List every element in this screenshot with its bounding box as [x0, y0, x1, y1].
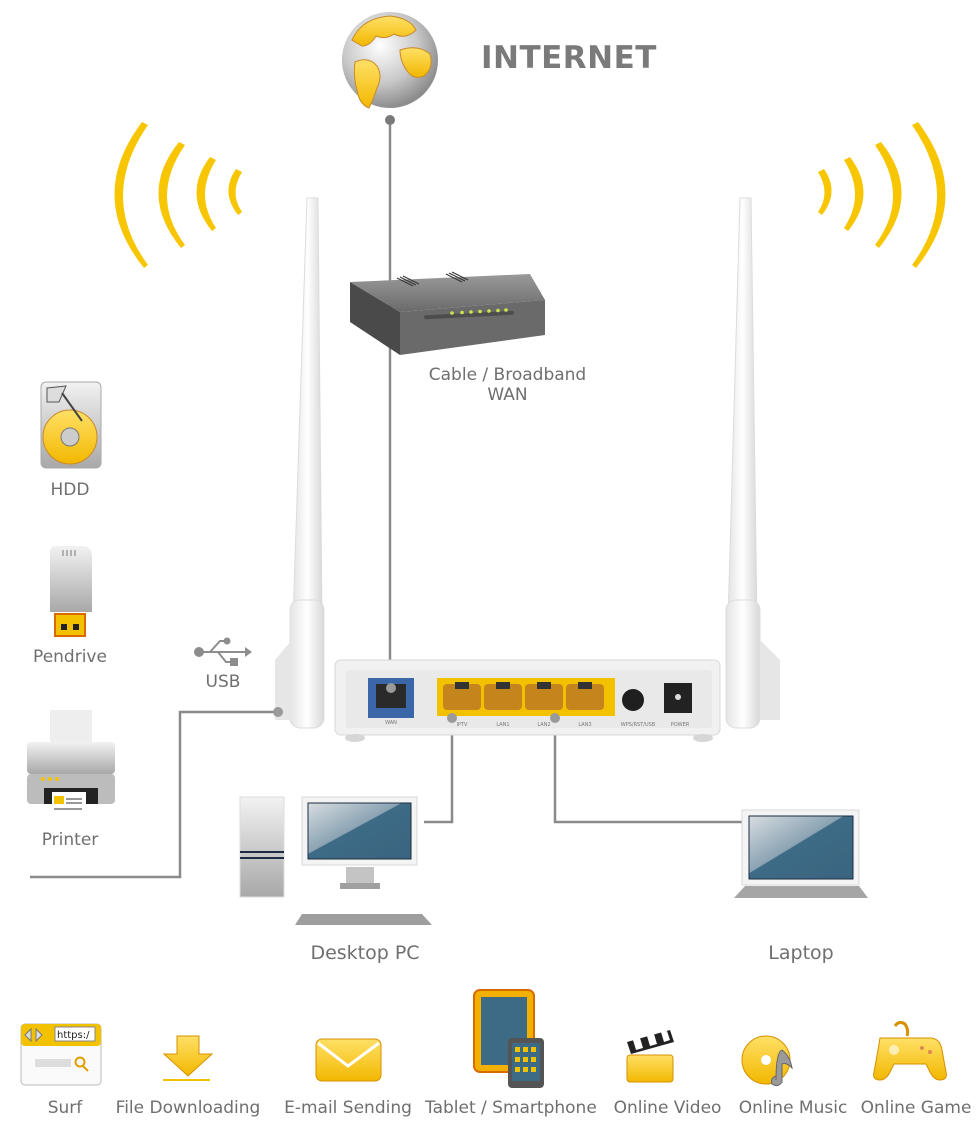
modem-label-line1: Cable / Broadband: [428, 365, 587, 385]
wan-node-dot: [385, 115, 395, 125]
app-label-online-video: Online Video: [613, 1098, 722, 1118]
app-label-surf: Surf: [47, 1098, 83, 1118]
pendrive-label: Pendrive: [33, 647, 107, 667]
desktop-pc-icon: [239, 796, 432, 925]
internet-title: INTERNET: [481, 40, 657, 76]
laptop-label: Laptop: [768, 942, 834, 964]
port-label-iptv: IPTV: [457, 722, 469, 728]
router-back-panel: WAN IPTV LAN1 LAN2 LAN3 WPS/RST/USB POWE…: [334, 659, 721, 742]
printer-icon: [27, 710, 115, 814]
connection-lines: [30, 120, 742, 879]
modem-label: Cable / Broadband WAN: [400, 365, 615, 405]
port-label-lan2: LAN2: [537, 722, 550, 728]
app-label-online-music: Online Music: [738, 1098, 848, 1118]
app-label-email-sending: E-mail Sending: [284, 1098, 412, 1118]
app-label-online-game: Online Game: [860, 1098, 972, 1118]
desktop-line: [424, 722, 454, 824]
download-icon: [162, 1035, 214, 1081]
pendrive-icon: [50, 546, 92, 637]
laptop-line: [553, 722, 742, 824]
globe-icon: [342, 12, 438, 109]
usb-icon: [194, 637, 252, 666]
connection-dots: [273, 683, 560, 723]
surf-icon: https:/: [20, 1023, 102, 1086]
modem-label-line2: WAN: [487, 385, 528, 405]
port-label-lan1: LAN1: [496, 722, 509, 728]
desktop-pc-label: Desktop PC: [310, 942, 420, 964]
app-label-tablet-smartphone: Tablet / Smartphone: [425, 1098, 597, 1118]
hdd-label: HDD: [50, 480, 90, 500]
email-icon: [315, 1038, 382, 1082]
surf-url-text: https:/: [57, 1030, 90, 1041]
usb-line: [30, 710, 278, 879]
port-label-lan3: LAN3: [578, 722, 591, 728]
router-antennas: [275, 197, 780, 729]
app-label-file-downloading: File Downloading: [115, 1098, 261, 1118]
printer-label: Printer: [41, 830, 99, 850]
wifi-signal-right-icon: [818, 122, 946, 268]
usb-label: USB: [205, 672, 241, 692]
port-label-power: POWER: [671, 722, 690, 728]
wifi-signal-left-icon: [114, 122, 242, 268]
port-label-wps: WPS/RST/USB: [621, 722, 656, 728]
gamepad-icon: [873, 1020, 947, 1081]
music-disc-icon: [741, 1035, 793, 1087]
port-label-wan: WAN: [385, 720, 397, 726]
laptop-icon: [734, 809, 868, 898]
video-clapper-icon: [626, 1030, 674, 1083]
modem-icon: [350, 271, 545, 355]
tablet-smartphone-icon: [473, 989, 544, 1088]
wps-button: [622, 689, 644, 711]
hdd-icon: [40, 381, 102, 469]
